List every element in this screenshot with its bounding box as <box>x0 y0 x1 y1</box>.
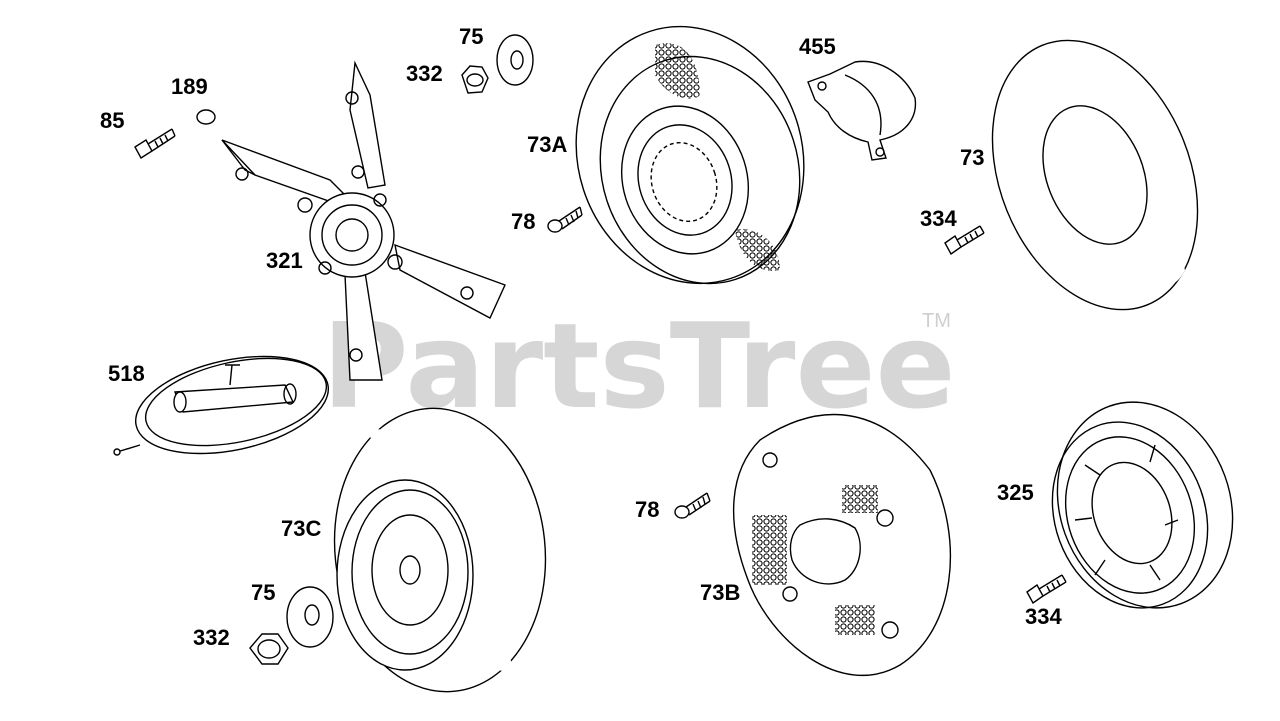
part-325-cup[interactable] <box>1027 377 1261 632</box>
label-189: 189 <box>171 74 208 99</box>
part-321-spider-bracket[interactable] <box>221 60 506 381</box>
part-75-flat-washer-bottom[interactable] <box>286 586 334 648</box>
label-332-top: 332 <box>406 61 443 86</box>
part-73c-flywheel[interactable] <box>321 398 560 702</box>
label-78-top: 78 <box>511 209 535 234</box>
trademark-mark: TM <box>922 310 951 332</box>
label-73b: 73B <box>700 580 740 605</box>
part-78-screw-top[interactable] <box>547 206 583 233</box>
part-332-hex-nut-top[interactable] <box>461 65 489 94</box>
part-455-bracket[interactable] <box>807 60 917 161</box>
part-334-screw-top[interactable] <box>944 225 985 256</box>
label-75-bottom: 75 <box>251 580 275 605</box>
watermark: PartsTree <box>322 297 956 435</box>
part-334-screw-bottom[interactable] <box>1026 574 1067 605</box>
label-334-bottom: 334 <box>1025 604 1062 629</box>
label-321: 321 <box>266 248 303 273</box>
part-73a-rotor[interactable] <box>543 0 836 313</box>
label-73a: 73A <box>527 132 567 157</box>
label-78-bottom: 78 <box>635 497 659 522</box>
label-332-bottom: 332 <box>193 625 230 650</box>
part-73-stator-plate[interactable] <box>954 10 1235 341</box>
label-455: 455 <box>799 34 836 59</box>
part-73b-armature-plate[interactable] <box>733 413 952 676</box>
label-75-top: 75 <box>459 24 483 49</box>
label-334-top: 334 <box>920 206 957 231</box>
part-518-wire[interactable] <box>113 341 337 470</box>
part-332-hex-nut-bottom[interactable] <box>249 633 289 665</box>
part-75-flat-washer-top[interactable] <box>496 34 534 86</box>
label-73c: 73C <box>281 516 321 541</box>
label-85: 85 <box>100 108 124 133</box>
part-85-screw[interactable] <box>134 128 176 159</box>
part-189-lock-washer[interactable] <box>196 109 216 125</box>
label-518: 518 <box>108 361 145 386</box>
part-78-screw-bottom[interactable] <box>674 492 711 519</box>
label-325: 325 <box>997 480 1034 505</box>
label-73: 73 <box>960 145 984 170</box>
